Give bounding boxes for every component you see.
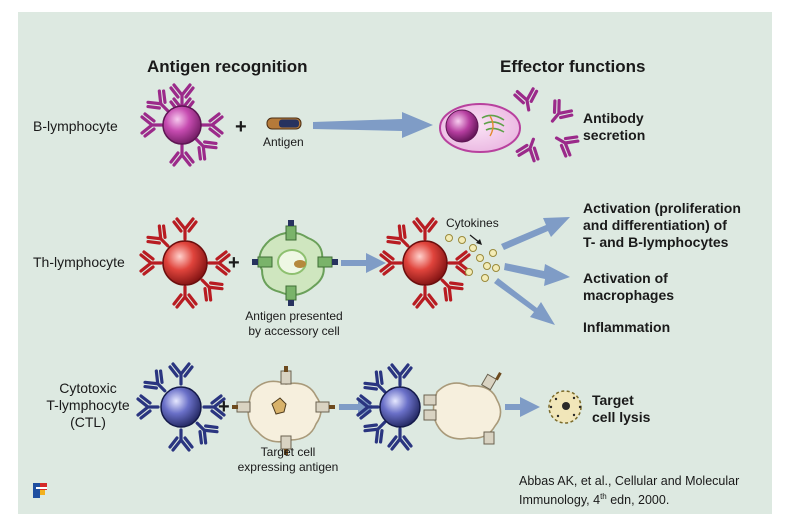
plus-sign-th: +	[228, 252, 240, 274]
arrow-to-lysis	[505, 397, 540, 417]
citation-line1: Abbas AK, et al., Cellular and Molecular	[519, 474, 740, 488]
ctl-label-line2: T-lymphocyte	[46, 397, 130, 413]
target-lysis-label: Target cell lysis	[592, 392, 650, 426]
citation-line2-prefix: Immunology, 4	[519, 493, 601, 508]
activation-macrophages-label: Activation of macrophages	[583, 270, 674, 304]
secreted-antibodies	[512, 86, 581, 164]
activation-macrophages-line2: macrophages	[583, 287, 675, 303]
activated-th-cell	[379, 217, 471, 309]
ctl-cell	[136, 362, 226, 452]
antigen-presented-label: Antigen presented by accessory cell	[233, 309, 355, 339]
activation-lymphocytes-line3: T- and B-lymphocytes	[583, 234, 729, 250]
antigen-label: Antigen	[263, 135, 304, 149]
publisher-logo-icon	[33, 483, 47, 498]
citation-line2: Immunology, 4th edn, 2000.	[519, 489, 739, 508]
antigen-presented-line2: by accessory cell	[248, 324, 340, 338]
heading-antigen-recognition: Antigen recognition	[147, 57, 308, 76]
lysed-target-cell	[548, 390, 582, 424]
target-cell	[232, 366, 335, 455]
activation-lymphocytes-line2: and differentiation) of	[583, 217, 727, 233]
cytokine-pointer-head	[476, 239, 482, 245]
activation-lymphocytes-line1: Activation (proliferation	[583, 200, 741, 216]
inflammation-label: Inflammation	[583, 319, 671, 335]
cytokines-label: Cytokines	[446, 216, 499, 230]
effector-arrows	[494, 217, 570, 325]
b-lymphocyte-cell	[140, 83, 224, 167]
arrow-th-to-activated	[341, 253, 386, 273]
cytokine-particles	[445, 234, 500, 282]
antigen-rod-icon	[266, 117, 302, 130]
target-lysis-line1: Target	[592, 392, 634, 408]
ctl-label-line1: Cytotoxic	[59, 380, 117, 396]
activation-lymphocytes-label: Activation (proliferation and differenti…	[583, 200, 741, 251]
b-lymphocyte-label: B-lymphocyte	[33, 118, 118, 134]
target-cell-line2: expressing antigen	[237, 460, 339, 474]
citation-edition-sup: th	[600, 492, 607, 501]
plasma-cell	[439, 103, 521, 153]
plus-sign-ctl: +	[218, 396, 230, 418]
antibody-secretion-label: Antibody secretion	[583, 110, 645, 144]
ctl-label-line3: (CTL)	[70, 414, 106, 430]
heading-effector-functions: Effector functions	[500, 57, 646, 76]
ctl-target-conjugate	[356, 363, 502, 451]
plus-sign-b: +	[235, 116, 247, 138]
citation-line2-suffix: edn, 2000.	[606, 493, 670, 508]
target-cell-line1: Target cell	[260, 445, 316, 459]
accessory-cell	[252, 220, 338, 306]
arrow-b-to-plasma	[313, 112, 433, 138]
target-cell-label: Target cell expressing antigen	[225, 445, 351, 475]
th-lymphocyte-label: Th-lymphocyte	[33, 254, 125, 270]
citation: Abbas AK, et al., Cellular and Molecular…	[519, 473, 739, 508]
activation-macrophages-line1: Activation of	[583, 270, 668, 286]
ctl-label: Cytotoxic T-lymphocyte (CTL)	[30, 380, 146, 431]
antibody-secretion-line2: secretion	[583, 127, 646, 143]
th-lymphocyte-cell	[139, 217, 231, 309]
antibody-secretion-line1: Antibody	[583, 110, 644, 126]
arrow-ctl-to-conjugate	[339, 397, 375, 417]
target-lysis-line2: cell lysis	[592, 409, 651, 425]
antigen-presented-line1: Antigen presented	[245, 309, 343, 323]
